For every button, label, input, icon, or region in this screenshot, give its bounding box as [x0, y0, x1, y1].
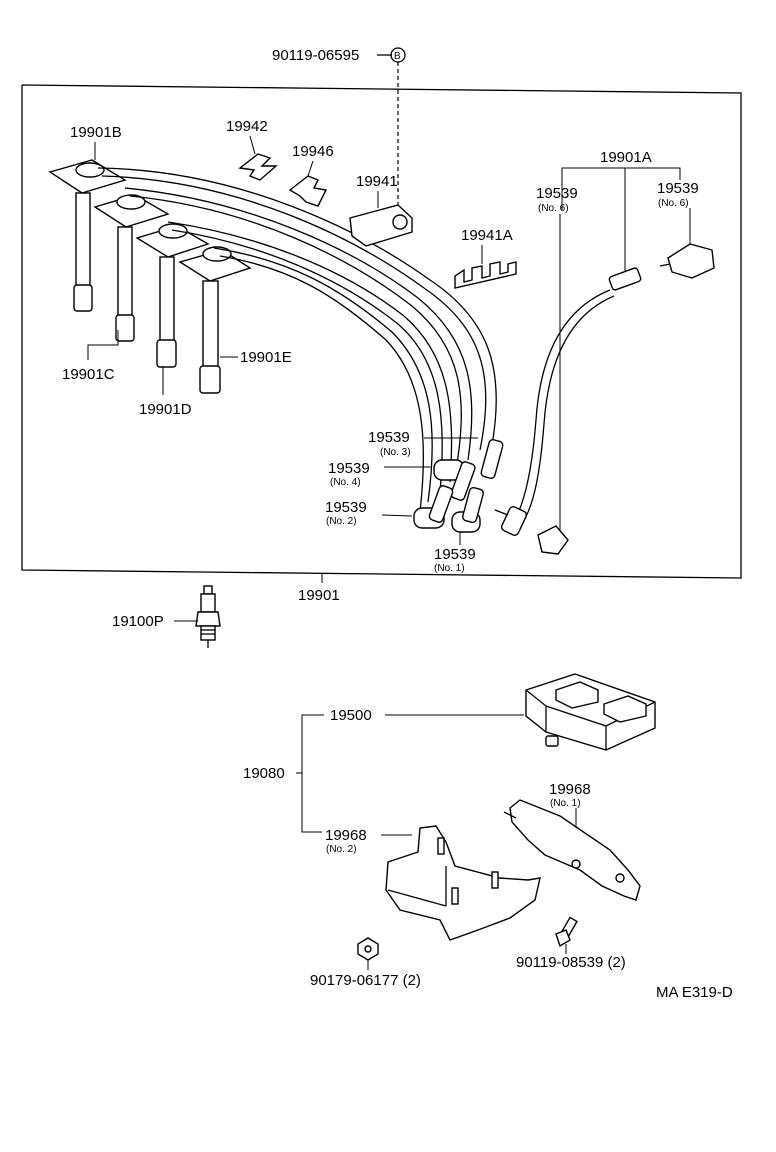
cord-no6 [494, 267, 642, 536]
leader-19539-no2 [381, 514, 413, 517]
clamp-19942 [238, 153, 278, 181]
cap-no6-lower [537, 525, 569, 555]
label-19080: 19080 [243, 765, 285, 782]
cap-no3 [480, 439, 504, 479]
label-19968-no1: 19968 [549, 781, 591, 798]
wire-bundle [97, 167, 497, 513]
label-19901c: 19901C [62, 366, 115, 383]
harness-frame [21, 84, 742, 579]
note-19539-no1: (No. 1) [434, 563, 465, 574]
clamp-19946 [288, 175, 328, 207]
plug-cord-b [48, 159, 127, 312]
cap-no1 [451, 486, 484, 533]
ref-circle-letter: B [394, 51, 401, 62]
label-19941: 19941 [356, 173, 398, 190]
label-19539-no6b: 19539 [657, 180, 699, 197]
ignition-coil [525, 673, 656, 751]
label-bolt: 90119-08539 (2) [516, 954, 626, 971]
ref-bolt-label: 90119-06595 [272, 47, 359, 64]
label-19946: 19946 [292, 143, 334, 160]
bolt [555, 916, 578, 948]
note-19539-no6a: (No. 6) [538, 203, 569, 214]
cap-no6-upper [659, 243, 715, 279]
leader-19942 [249, 135, 256, 155]
label-19901: 19901 [298, 587, 340, 604]
plug-cord-c [93, 194, 170, 342]
label-19942: 19942 [226, 118, 268, 135]
plug-cord-d [135, 223, 210, 368]
label-19539-no4: 19539 [328, 460, 370, 477]
leader-19901c [87, 330, 119, 360]
spark-plug [195, 585, 221, 648]
label-19100p: 19100P [112, 613, 164, 630]
note-19539-no4: (No. 4) [330, 477, 361, 488]
note-19539-no6b: (No. 6) [658, 198, 689, 209]
plug-cord-e [178, 246, 252, 394]
leader-19946 [307, 160, 314, 177]
label-19901e: 19901E [240, 349, 292, 366]
cap-no4 [433, 459, 476, 501]
label-19901d: 19901D [139, 401, 192, 418]
clamp-19941a [454, 261, 517, 289]
note-19539-no3: (No. 3) [380, 447, 411, 458]
label-19539-no3: 19539 [368, 429, 410, 446]
label-19901b: 19901B [70, 124, 122, 141]
label-19539-no2: 19539 [325, 499, 367, 516]
nut [357, 937, 379, 961]
bracket-no2 [385, 825, 541, 941]
diagram-code: MA E319-D [656, 984, 733, 1001]
note-19968-no1: (No. 1) [550, 798, 581, 809]
bracket-no1 [503, 799, 641, 901]
label-19539-no1: 19539 [434, 546, 476, 563]
bracket-19080 [301, 714, 324, 833]
cap-no2 [413, 485, 454, 529]
clamp-19941 [349, 204, 413, 247]
label-19968-no2: 19968 [325, 827, 367, 844]
label-19941a: 19941A [461, 227, 513, 244]
label-19901a: 19901A [600, 149, 652, 166]
label-nut: 90179-06177 (2) [310, 972, 421, 989]
label-19539-no6a: 19539 [536, 185, 578, 202]
note-19968-no2: (No. 2) [326, 844, 357, 855]
note-19539-no2: (No. 2) [326, 516, 357, 527]
bracket-19901a [561, 167, 681, 210]
label-19500: 19500 [330, 707, 372, 724]
